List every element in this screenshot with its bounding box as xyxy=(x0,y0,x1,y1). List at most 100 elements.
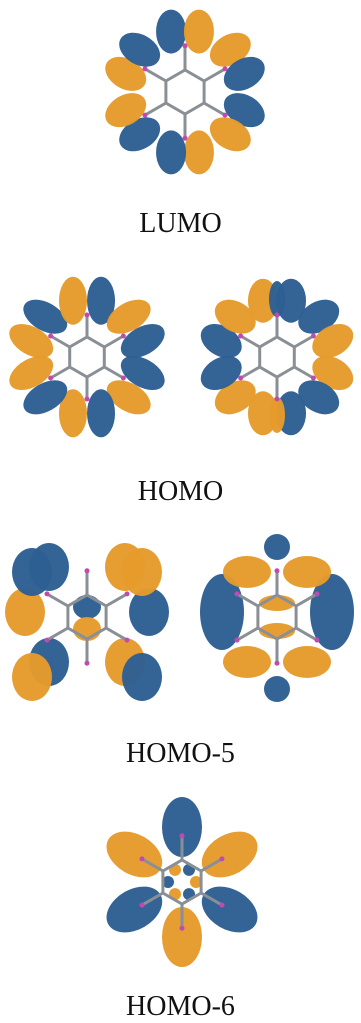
substituent-atom xyxy=(179,925,185,931)
orbital-lobe xyxy=(105,93,147,128)
orbital-lobe xyxy=(9,355,54,391)
orbital-lobe xyxy=(122,653,162,701)
substituent-bond xyxy=(105,626,128,642)
homo-orbital-left xyxy=(9,276,165,438)
substituent-atom xyxy=(139,902,145,908)
homo-5-orbital-right xyxy=(200,534,354,702)
substituent-atom xyxy=(238,375,244,381)
substituent-bond xyxy=(293,334,315,349)
orbital-lobe xyxy=(106,380,151,415)
orbital-lobe xyxy=(214,380,256,415)
orbital-lobe xyxy=(106,886,163,933)
substituent-atom xyxy=(84,568,90,574)
benzene-ring xyxy=(68,335,106,379)
homo-6-orbital-diagram xyxy=(95,795,270,970)
benzene-ring xyxy=(258,335,296,379)
substituent-atom xyxy=(234,591,240,597)
substituent-bond xyxy=(46,592,69,608)
substituent-bond xyxy=(203,67,226,83)
substituent-atom xyxy=(179,833,185,839)
orbital-lobe xyxy=(87,389,116,438)
orbital-lobe xyxy=(298,380,340,415)
orbital-lobe xyxy=(214,299,256,334)
substituent-atom xyxy=(222,66,228,72)
substituent-atom xyxy=(219,902,225,908)
orbital-lobe xyxy=(283,646,331,678)
substituent-bond xyxy=(103,365,125,380)
orbital-lobe xyxy=(200,355,242,391)
orbital-lobe xyxy=(223,646,271,678)
substituent-atom xyxy=(48,375,54,381)
orbital-lobe xyxy=(298,299,340,334)
orbital-lobe xyxy=(183,9,214,54)
substituent-bond xyxy=(203,101,226,117)
substituent-atom xyxy=(44,637,50,643)
orbital-lobe xyxy=(23,380,68,415)
orbital-lobe xyxy=(120,355,165,391)
substituent-atom xyxy=(84,396,90,402)
substituent-atom xyxy=(238,333,244,339)
substituent-atom xyxy=(234,637,240,643)
orbital-lobe xyxy=(269,281,285,317)
orbital-lobe xyxy=(73,595,101,619)
orbital-lobe xyxy=(223,56,265,91)
substituent-atom xyxy=(142,112,148,118)
orbital-lobe xyxy=(162,907,202,967)
substituent-bond xyxy=(144,67,167,83)
substituent-atom xyxy=(314,637,320,643)
substituent-atom xyxy=(142,66,148,72)
orbital-lobe xyxy=(200,574,244,650)
substituent-bond xyxy=(103,334,125,349)
homo-5-orbital-diagram-right xyxy=(190,530,361,705)
orbital-lobe xyxy=(183,130,214,175)
substituent-bond xyxy=(46,626,69,642)
orbital-lobe xyxy=(58,389,87,438)
substituent-atom xyxy=(139,856,145,862)
substituent-bond xyxy=(49,365,71,380)
orbital-lobe xyxy=(5,588,45,636)
substituent-bond xyxy=(105,592,128,608)
orbital-lobe xyxy=(162,797,202,857)
substituent-bond xyxy=(295,626,318,642)
homo-orbital-diagram-left xyxy=(0,270,175,445)
homo-6-orbital xyxy=(106,797,258,967)
substituent-atom xyxy=(182,135,188,141)
substituent-bond xyxy=(236,592,259,608)
substituent-bond xyxy=(236,626,259,642)
orbital-lobe xyxy=(156,130,187,175)
benzene-ring xyxy=(164,68,206,116)
homo-orbital-right xyxy=(200,278,354,436)
orbital-lobe xyxy=(209,117,251,152)
substituent-bond xyxy=(141,857,164,873)
substituent-bond xyxy=(144,101,167,117)
orbital-lobe xyxy=(209,32,251,67)
substituent-atom xyxy=(84,660,90,666)
orbital-lobe xyxy=(312,355,354,391)
substituent-atom xyxy=(48,333,54,339)
orbital-lobe xyxy=(119,117,161,152)
homo-6-label: HOMO-6 xyxy=(126,991,235,1022)
orbital-lobe xyxy=(12,653,52,701)
orbital-lobe xyxy=(58,276,87,325)
lumo-label: LUMO xyxy=(139,208,222,239)
orbital-lobe xyxy=(105,56,147,91)
orbital-lobe xyxy=(122,548,162,596)
substituent-bond xyxy=(141,891,164,907)
orbital-lobe xyxy=(223,93,265,128)
orbital-lobe xyxy=(162,876,174,888)
substituent-atom xyxy=(274,312,280,318)
homo-5-label: HOMO-5 xyxy=(126,738,235,769)
substituent-atom xyxy=(222,112,228,118)
substituent-atom xyxy=(120,333,126,339)
orbital-lobe xyxy=(190,876,202,888)
orbital-lobe xyxy=(119,32,161,67)
orbital-lobe xyxy=(264,676,290,702)
orbital-lobe xyxy=(201,886,258,933)
substituent-bond xyxy=(239,334,261,349)
orbital-lobe xyxy=(312,323,354,359)
substituent-atom xyxy=(182,43,188,49)
orbital-lobe xyxy=(120,323,165,359)
orbital-lobe xyxy=(106,299,151,334)
substituent-atom xyxy=(84,312,90,318)
homo-5-orbital-left xyxy=(5,543,169,701)
